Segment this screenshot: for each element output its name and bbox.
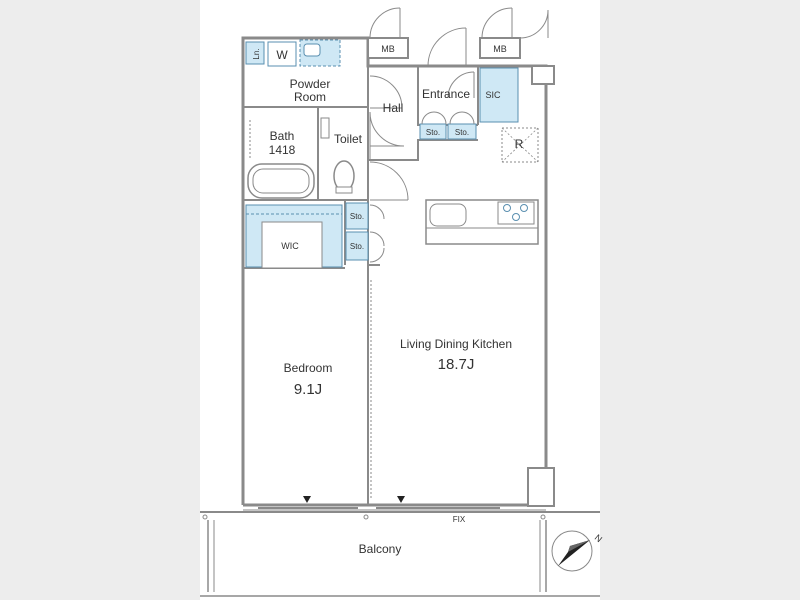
interior-door-swings (369, 71, 475, 263)
wic-label: WIC (281, 241, 299, 251)
hall-storage-lower (345, 231, 369, 261)
washer (267, 41, 297, 67)
fridge-label: R (515, 137, 524, 151)
fix-label: FIX (453, 515, 466, 524)
bedroom-size-label: 9.1J (294, 381, 322, 398)
ldk-entry-marker (397, 496, 405, 503)
kitchen-sink-icon (429, 203, 467, 227)
powder-room-label-1: Powder (290, 77, 331, 91)
column-top-right (531, 65, 555, 85)
powder-room-label-2: Room (294, 90, 326, 104)
entrance-sto-2-label: Sto. (455, 128, 469, 137)
fridge-cross-2 (501, 127, 539, 163)
drain-mid (363, 514, 369, 520)
toilet-tank (320, 117, 330, 139)
hall-storage-upper (345, 202, 369, 230)
sink-icon (303, 43, 321, 57)
meter-box-right (479, 37, 521, 59)
bedroom-entry-marker (303, 496, 311, 503)
left-margin-band (0, 0, 200, 600)
drain-right (540, 514, 546, 520)
sic-closet (479, 67, 519, 123)
entrance-label: Entrance (422, 87, 470, 101)
entrance-sto-1-label: Sto. (426, 128, 440, 137)
bath-size-label: 1418 (269, 143, 296, 157)
balcony-sash (243, 507, 546, 511)
hall-label: Hall (383, 101, 404, 115)
sic-label: SIC (485, 90, 501, 100)
toilet-label: Toilet (334, 132, 363, 146)
wic-inner-room (261, 221, 323, 269)
compass-arrow-icon (558, 540, 590, 566)
toilet-base (335, 186, 353, 194)
bath-label: Bath (270, 129, 295, 143)
north-label: N (593, 532, 604, 544)
hall-sto-2-label: Sto. (350, 242, 364, 251)
bathtub-inner (252, 168, 310, 194)
ldk-label: Living Dining Kitchen (400, 337, 512, 351)
room-labels: Ln. W MB MB Powder Room Hall Entrance SI… (252, 44, 524, 556)
top-door-swings (369, 7, 549, 67)
washer-label: W (276, 48, 288, 62)
hall-sto-1-label: Sto. (350, 212, 364, 221)
balcony (200, 511, 600, 597)
burner-icons (503, 204, 528, 221)
balcony-label: Balcony (359, 542, 402, 556)
drain-left (202, 514, 208, 520)
bedroom-label: Bedroom (284, 361, 333, 375)
ldk-size-label: 18.7J (438, 356, 475, 373)
mb-left-label: MB (381, 44, 395, 54)
column-bottom-right (527, 467, 555, 507)
mb-right-label: MB (493, 44, 507, 54)
entrance-storage-2 (447, 123, 477, 140)
north-compass: N (551, 530, 604, 572)
entrance-storage-1 (419, 123, 447, 140)
linen-label: Ln. (252, 48, 261, 59)
meter-box-left (367, 37, 409, 59)
compass-arrow-tail (568, 540, 590, 552)
right-margin-band (600, 0, 800, 600)
linen-closet (245, 41, 265, 65)
